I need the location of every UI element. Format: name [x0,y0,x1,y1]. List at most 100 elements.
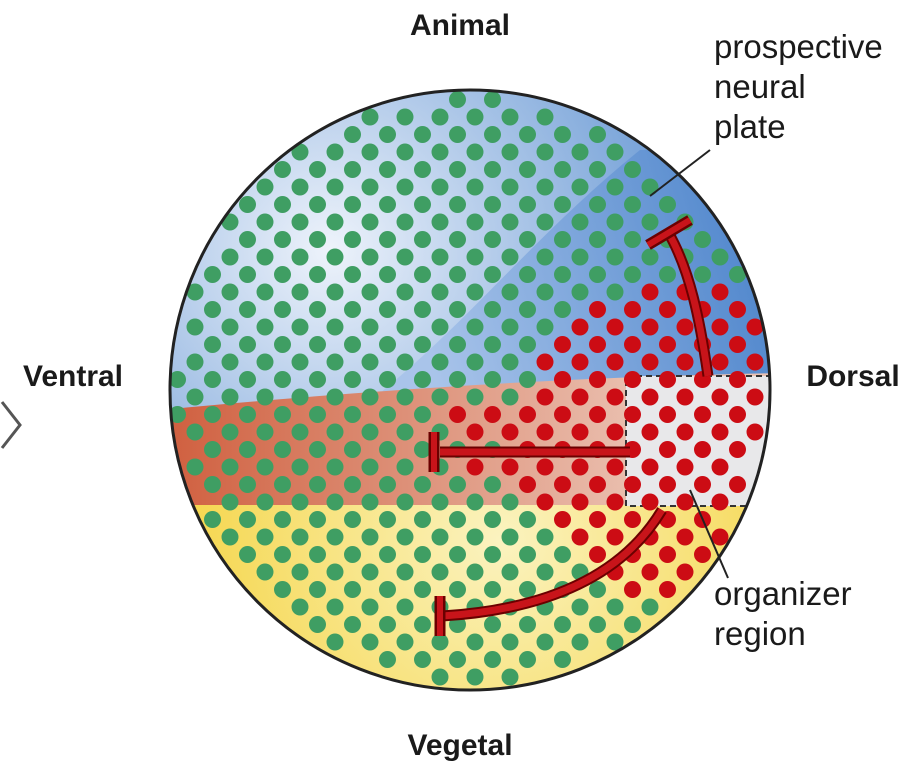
green-dot [187,424,204,441]
green-dot [397,319,414,336]
red-dot [694,406,711,423]
green-dot [397,634,414,651]
red-dot [572,494,589,511]
green-dot [449,126,466,143]
green-dot [467,529,484,546]
green-dot [467,109,484,126]
red-dot [659,336,676,353]
green-dot [467,214,484,231]
green-dot [502,179,519,196]
green-dot [222,389,239,406]
red-dot [659,546,676,563]
red-dot [747,354,764,371]
green-dot [484,581,501,598]
green-dot [624,616,641,633]
green-dot [309,266,326,283]
green-dot [659,196,676,213]
red-dot [642,494,659,511]
green-dot [274,371,291,388]
green-dot [694,266,711,283]
green-dot [362,599,379,616]
green-dot [362,214,379,231]
green-dot [362,284,379,301]
green-dot [432,634,449,651]
green-dot [362,144,379,161]
green-dot [624,196,641,213]
green-dot [432,179,449,196]
green-dot [309,406,326,423]
green-dot [204,441,221,458]
green-dot [362,529,379,546]
green-dot [572,144,589,161]
green-dot [309,546,326,563]
green-dot [379,441,396,458]
green-dot [274,301,291,318]
green-dot [589,266,606,283]
green-dot [414,511,431,528]
green-dot [239,336,256,353]
green-dot [327,459,344,476]
green-dot [519,581,536,598]
green-dot [397,109,414,126]
organizer-annotation-line2: region [714,615,806,652]
red-dot [659,581,676,598]
green-dot [537,144,554,161]
green-dot [344,371,361,388]
green-dot [572,214,589,231]
red-dot [589,301,606,318]
green-dot [414,581,431,598]
red-dot [537,354,554,371]
green-dot [589,196,606,213]
green-dot [467,284,484,301]
red-dot [642,319,659,336]
red-dot [677,389,694,406]
green-dot [432,284,449,301]
green-dot [274,266,291,283]
green-dot [274,581,291,598]
vegetal-label: Vegetal [407,729,512,762]
red-dot [607,389,624,406]
green-dot [239,546,256,563]
green-dot [362,424,379,441]
green-dot [624,266,641,283]
green-dot [309,476,326,493]
green-dot [467,179,484,196]
green-dot [257,179,274,196]
green-dot [502,214,519,231]
green-dot [484,266,501,283]
green-dot [519,371,536,388]
green-dot [239,476,256,493]
red-dot [554,336,571,353]
green-dot [344,581,361,598]
green-dot [432,389,449,406]
green-dot [572,634,589,651]
green-dot [467,634,484,651]
green-dot [309,616,326,633]
green-dot [519,231,536,248]
red-dot [747,424,764,441]
green-dot [379,511,396,528]
organizer-annotation-line1: organizer [714,575,852,612]
green-dot [379,616,396,633]
green-dot [432,354,449,371]
green-dot [222,319,239,336]
red-dot [624,406,641,423]
green-dot [257,424,274,441]
green-dot [467,389,484,406]
green-dot [519,266,536,283]
red-dot [729,336,746,353]
red-dot [729,476,746,493]
green-dot [397,564,414,581]
red-dot [449,406,466,423]
green-dot [397,284,414,301]
green-dot [432,564,449,581]
red-dot [554,371,571,388]
green-dot [449,266,466,283]
red-dot [572,529,589,546]
green-dot [659,266,676,283]
green-dot [309,336,326,353]
green-dot [519,126,536,143]
red-dot [729,406,746,423]
green-dot [589,231,606,248]
